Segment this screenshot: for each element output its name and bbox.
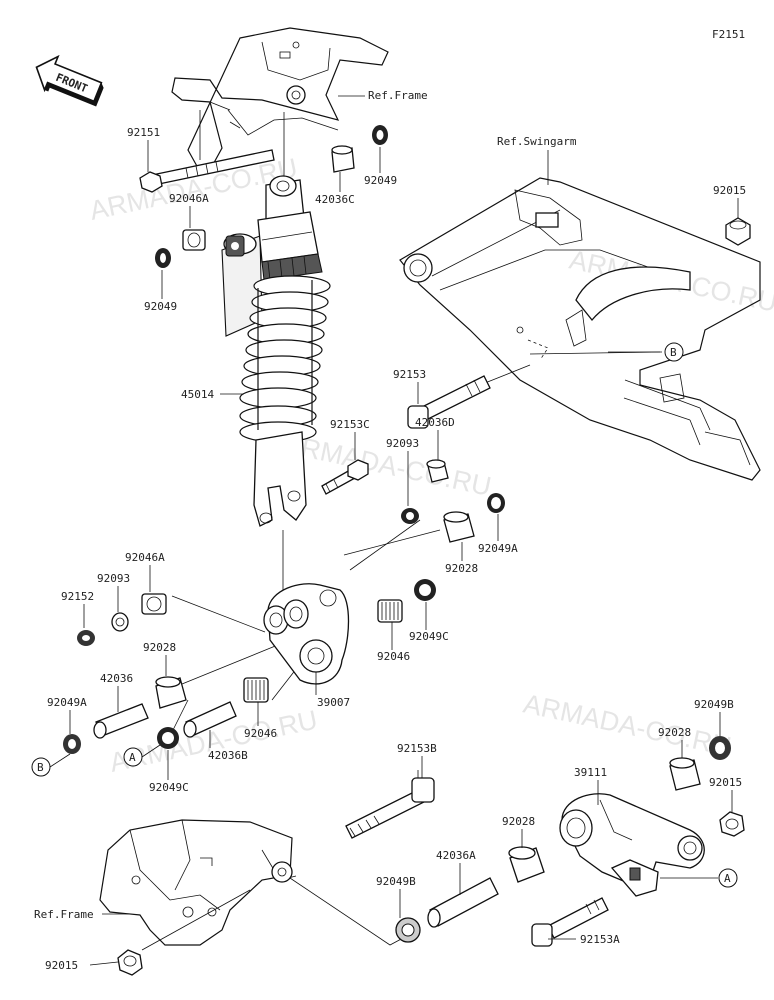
label-45014: 45014 [181, 388, 214, 401]
label-92049B-right: 92049B [694, 698, 734, 711]
bolt-92153B [345, 777, 435, 839]
front-direction-arrow: FRONT [35, 54, 104, 107]
bushing-92046A-top [182, 229, 206, 251]
ref-frame-top-label: Ref.Frame [368, 89, 428, 102]
label-92015-right: 92015 [709, 776, 742, 789]
label-92049-top: 92049 [364, 174, 397, 187]
bushing-92028-left [155, 676, 187, 709]
label-92152: 92152 [61, 590, 94, 603]
bolt-92153 [407, 375, 491, 429]
label-92046-mid: 92046 [377, 650, 410, 663]
label-92046-low: 92046 [244, 727, 277, 740]
label-92049B-low: 92049B [376, 875, 416, 888]
seal-92049-top [372, 125, 388, 145]
label-92151: 92151 [127, 126, 160, 139]
bushing-92028-right [669, 757, 701, 791]
seal-92049A-left [63, 734, 81, 754]
bushing-92028-low [508, 846, 545, 883]
seal-92049B-right [709, 736, 731, 760]
label-92153A: 92153A [580, 933, 620, 946]
label-42036D: 42036D [415, 416, 455, 429]
marker-a-right: A [660, 868, 738, 888]
bushing-92046-mid [377, 599, 403, 623]
part-labels: Ref.Frame Ref.Swingarm Ref.Frame 92151 9… [34, 89, 746, 972]
label-92049A-left: 92049A [47, 696, 87, 709]
label-92093-left: 92093 [97, 572, 130, 585]
swingarm [399, 177, 761, 481]
bushing-92046A-left [141, 593, 167, 615]
label-42036B: 42036B [208, 749, 248, 762]
bushing-92028-mid [443, 511, 475, 543]
label-92028-low: 92028 [502, 815, 535, 828]
lower-frame-mount [99, 819, 297, 946]
label-92046A-left: 92046A [125, 551, 165, 564]
nut-92015-top [725, 217, 751, 246]
rocker-arm-39111 [559, 793, 705, 897]
label-92049C-mid: 92049C [409, 630, 449, 643]
collar-42036D [426, 459, 449, 483]
label-92028-right: 92028 [658, 726, 691, 739]
marker-b-swingarm: B [608, 342, 684, 362]
marker-b-label: B [670, 346, 677, 359]
seal-92049C-low [157, 727, 179, 749]
bushing-92046-low [243, 677, 269, 703]
label-92093-mid: 92093 [386, 437, 419, 450]
nut-92015-right [719, 811, 745, 837]
label-92049C-low: 92049C [149, 781, 189, 794]
label-92153C: 92153C [330, 418, 370, 431]
label-92028-left: 92028 [143, 641, 176, 654]
collar-42036B [183, 701, 237, 738]
label-92153B: 92153B [397, 742, 437, 755]
marker-a-label: A [129, 751, 136, 764]
label-42036A: 42036A [436, 849, 476, 862]
link-39007 [263, 583, 350, 685]
seal-92049B-low [395, 917, 421, 943]
collar-42036A [427, 877, 499, 928]
marker-a-left: A [123, 744, 161, 767]
label-39007: 39007 [317, 696, 350, 709]
label-92015-top: 92015 [713, 184, 746, 197]
bolt-92153A [531, 897, 609, 947]
ref-frame-low-label: Ref.Frame [34, 908, 94, 921]
upper-frame-mount [171, 27, 389, 171]
shock-absorber-45014 [221, 112, 331, 598]
marker-b-left: B [31, 753, 71, 777]
seal-92049-left [155, 248, 171, 268]
bolt-92153C [321, 459, 369, 495]
label-92028-mid: 92028 [445, 562, 478, 575]
figure-code: F2151 [712, 28, 745, 41]
seal-92152 [77, 630, 95, 646]
marker-a-label: A [724, 872, 731, 885]
collar-42036C [331, 145, 355, 173]
nut-92015-low [117, 949, 143, 976]
label-42036: 42036 [100, 672, 133, 685]
label-92015-low: 92015 [45, 959, 78, 972]
seal-92049A-right [487, 493, 505, 513]
label-92049A-right: 92049A [478, 542, 518, 555]
label-42036C: 42036C [315, 193, 355, 206]
label-92046A-top: 92046A [169, 192, 209, 205]
collar-42036 [93, 703, 149, 739]
label-92049-left: 92049 [144, 300, 177, 313]
label-92153: 92153 [393, 368, 426, 381]
bolt-92151 [139, 149, 275, 193]
ref-swingarm-label: Ref.Swingarm [497, 135, 577, 148]
label-39111: 39111 [574, 766, 607, 779]
seal-92049C-mid [414, 579, 436, 601]
spacer-92093-mid [401, 508, 419, 524]
marker-b-label: B [37, 761, 44, 774]
spacer-92093-left [111, 612, 129, 632]
